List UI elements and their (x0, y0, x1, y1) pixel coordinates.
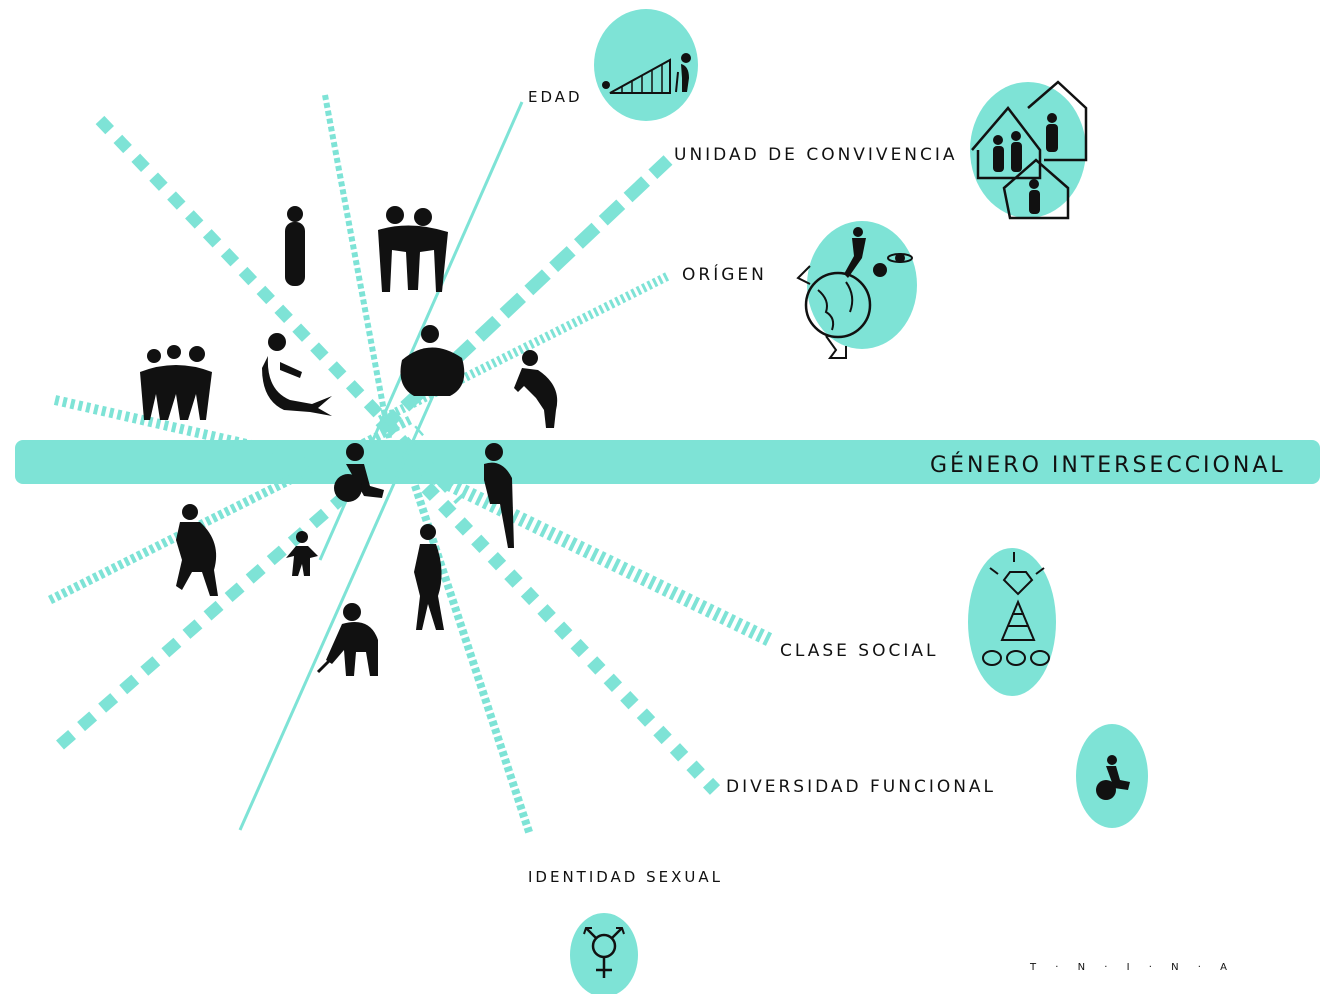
ray-identidad-sexual (396, 438, 534, 837)
person-walking-right (484, 443, 514, 548)
label-clase-social: CLASE SOCIAL (780, 641, 938, 661)
ray-unidad-convivencia (375, 155, 673, 435)
label-diversidad-funcional: DIVERSIDAD FUNCIONAL (726, 777, 996, 797)
group-of-three (140, 345, 212, 420)
ray-clase-social (416, 463, 774, 647)
label-unidad-convivencia: UNIDAD DE CONVIVENCIA (674, 145, 958, 165)
artist-signature: T · N · I · N · A (1029, 962, 1235, 973)
person-walking-slim (414, 524, 444, 630)
label-edad: EDAD (528, 88, 583, 106)
label-origen: ORÍGEN (682, 263, 767, 285)
mermaid-silhouette (262, 333, 332, 416)
elder-with-cane (316, 603, 378, 676)
ray-top-left (95, 115, 465, 505)
main-axis-band (15, 440, 1320, 484)
wheelchair-icon (1076, 724, 1148, 828)
labels: EDAD UNIDAD DE CONVIVENCIA ORÍGEN GÉNERO… (528, 88, 1286, 973)
ray-lower-thin (238, 379, 442, 831)
couple-silhouette (378, 206, 448, 292)
label-main-axis: GÉNERO INTERSECCIONAL (930, 452, 1286, 478)
people-silhouettes (140, 206, 558, 676)
person-pregnant (514, 350, 558, 428)
ray-diversidad-funcional (404, 465, 721, 795)
person-standing-slim (285, 206, 305, 286)
label-identidad-sexual: IDENTIDAD SEXUAL (528, 868, 723, 886)
houses-family-icon (970, 80, 1088, 220)
person-wheelchair-center (334, 443, 384, 502)
globe-planet-icon (796, 221, 917, 359)
transgender-symbol-icon (570, 913, 638, 994)
age-baby-to-elder-icon (594, 9, 698, 121)
child-silhouette (286, 531, 318, 576)
icon-blobs (570, 9, 1148, 994)
person-large-body (400, 325, 465, 396)
diamond-pyramid-icon (968, 548, 1056, 696)
ray-origen (377, 271, 671, 425)
person-with-bag (176, 504, 218, 596)
